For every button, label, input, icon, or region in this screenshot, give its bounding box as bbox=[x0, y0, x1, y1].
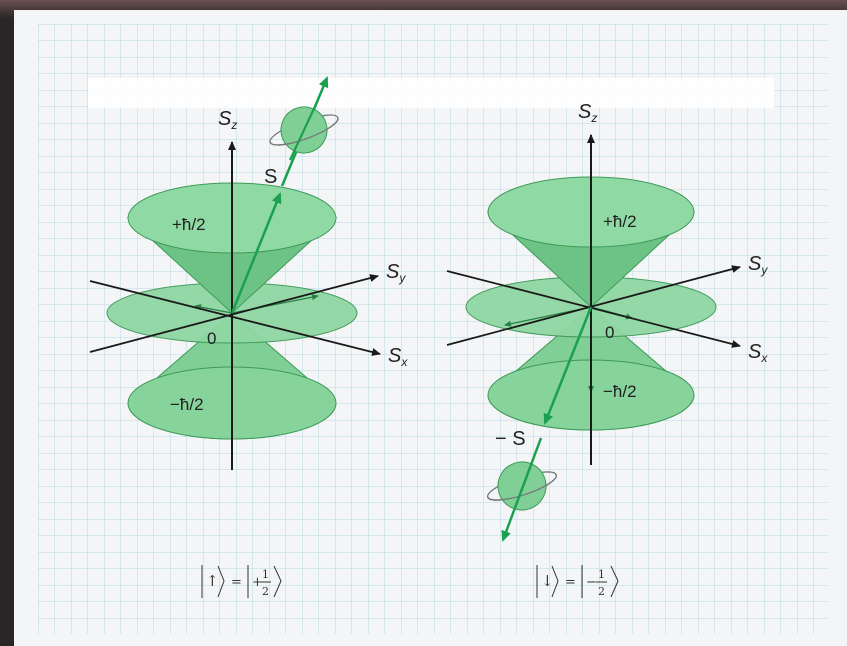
top-level-label: +ħ/2 bbox=[603, 212, 637, 231]
white-insert bbox=[88, 78, 774, 108]
panel-spin-down: Sz Sy Sx +ħ/2 0 −ħ/2 − S ↓ = − 1 2 bbox=[446, 101, 768, 598]
svg-text:↓: ↓ bbox=[541, 572, 554, 590]
ket-spin-down: ↓ = − 1 2 bbox=[536, 565, 619, 598]
spin-vector bbox=[543, 306, 593, 425]
sx-label: Sx bbox=[748, 341, 768, 365]
svg-text:−: − bbox=[586, 575, 597, 590]
sy-axis bbox=[89, 274, 379, 353]
sz-label: Sz bbox=[218, 108, 237, 132]
svg-text:+: + bbox=[252, 575, 263, 590]
spin-axis-arrow bbox=[501, 437, 543, 542]
svg-text:=: = bbox=[565, 575, 576, 590]
svg-text:2: 2 bbox=[598, 585, 605, 598]
sy-label: Sy bbox=[748, 253, 768, 277]
origin-label: 0 bbox=[605, 323, 614, 342]
bottom-level-label: −ħ/2 bbox=[170, 395, 204, 414]
ket-spin-up: ↑ = + 1 2 bbox=[201, 565, 282, 598]
svg-text:1: 1 bbox=[598, 568, 605, 581]
vector-label: S bbox=[264, 166, 277, 188]
svg-text:↑: ↑ bbox=[206, 572, 219, 590]
svg-text:1: 1 bbox=[262, 568, 269, 581]
svg-text:2: 2 bbox=[262, 585, 269, 598]
top-level-label: +ħ/2 bbox=[172, 215, 206, 234]
sy-label: Sy bbox=[386, 261, 406, 285]
sx-axis bbox=[446, 270, 741, 348]
sx-label: Sx bbox=[388, 345, 408, 369]
panel-spin-up: Sz Sy Sx +ħ/2 0 −ħ/2 S ↑ = + 1 2 bbox=[89, 76, 408, 598]
bottom-level-label: −ħ/2 bbox=[603, 382, 637, 401]
sz-label: Sz bbox=[578, 101, 597, 125]
origin-label: 0 bbox=[207, 329, 216, 348]
svg-text:=: = bbox=[231, 575, 242, 590]
spin-vector bbox=[230, 192, 282, 314]
vector-label: − S bbox=[495, 428, 526, 450]
sx-axis bbox=[89, 280, 381, 356]
sy-axis bbox=[446, 265, 741, 346]
